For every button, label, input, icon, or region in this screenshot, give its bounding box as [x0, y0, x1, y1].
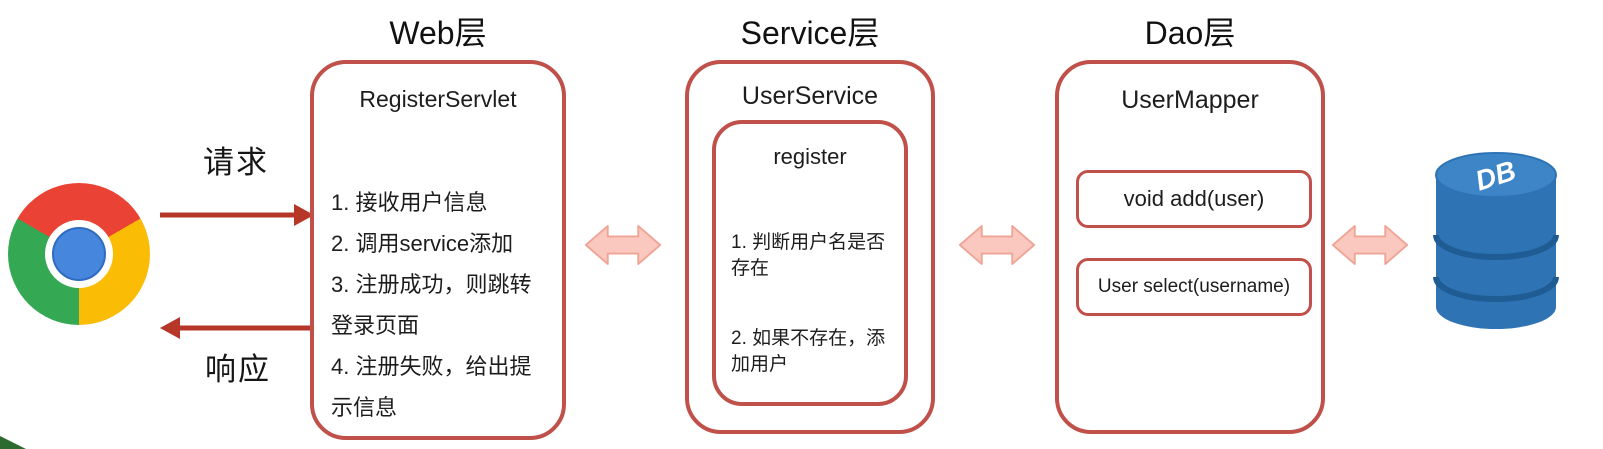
dao-db-double-arrow-icon: [1331, 225, 1409, 265]
register-method-box: register 1. 判断用户名是否存在 2. 如果不存在，添加用户: [712, 120, 908, 406]
web-component-name: RegisterServlet: [359, 86, 517, 112]
service-steps-list: 1. 判断用户名是否存在 2. 如果不存在，添加用户: [731, 230, 899, 422]
service-dao-double-arrow-icon: [958, 225, 1036, 265]
web-step-3: 3. 注册成功，则跳转登录页面: [331, 272, 532, 338]
web-step-1: 1. 接收用户信息: [331, 190, 488, 215]
web-layer-box: RegisterServlet 1. 接收用户信息 2. 调用service添加…: [310, 60, 566, 440]
dao-method-select-label: User select(username): [1097, 276, 1291, 297]
service-component-name: UserService: [741, 82, 879, 110]
request-label: 请求: [203, 145, 269, 180]
dao-method-add-label: void add(user): [1123, 186, 1265, 211]
web-step-2: 2. 调用service添加: [331, 231, 514, 256]
request-arrow-icon: [160, 204, 314, 226]
dao-method-select-box: User select(username): [1076, 258, 1312, 316]
service-step-2: 2. 如果不存在，添加用户: [731, 328, 886, 375]
dao-layer-title: Dao层: [1144, 15, 1236, 51]
dao-method-add-box: void add(user): [1076, 170, 1312, 228]
service-layer-title: Service层: [740, 15, 880, 51]
web-steps-list: 1. 接收用户信息 2. 调用service添加 3. 注册成功，则跳转登录页面…: [331, 182, 553, 428]
response-arrow-icon: [160, 317, 314, 339]
web-layer-title: Web层: [389, 15, 487, 51]
service-step-1: 1. 判断用户名是否存在: [731, 232, 886, 279]
web-service-double-arrow-icon: [584, 225, 662, 265]
register-method-name: register: [773, 144, 847, 169]
dao-layer-box: UserMapper void add(user) User select(us…: [1055, 60, 1325, 434]
corner-green-artifact-icon: [0, 436, 26, 449]
chrome-browser-icon: [8, 183, 150, 325]
service-layer-box: UserService register 1. 判断用户名是否存在 2. 如果不…: [685, 60, 935, 434]
database-icon: DB: [1433, 152, 1559, 329]
response-label: 响应: [205, 352, 271, 387]
dao-component-name: UserMapper: [1121, 86, 1259, 114]
web-step-4: 4. 注册失败，给出提示信息: [331, 354, 532, 420]
